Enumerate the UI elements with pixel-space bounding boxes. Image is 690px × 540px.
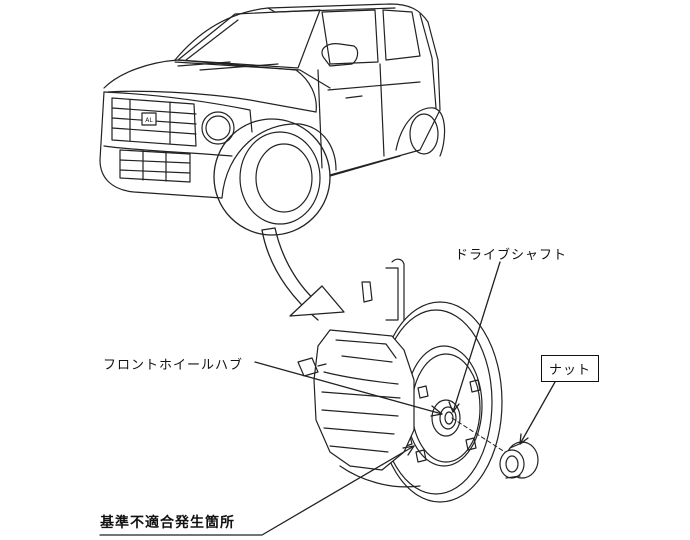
drive-shaft-end xyxy=(444,411,454,425)
leader-drive-shaft xyxy=(452,261,501,413)
leader-nut xyxy=(519,381,556,445)
drive-shaft-label: ドライブシャフト xyxy=(455,248,568,263)
car-illustration xyxy=(99,3,446,236)
front-wheel-hub xyxy=(431,399,461,437)
nonconformity-location-label: 基準不適合発生箇所 xyxy=(100,515,235,531)
leader-front-wheel-hub xyxy=(254,361,443,415)
front-wheel-hub-label: フロントホイールハブ xyxy=(103,358,244,373)
axle-nut xyxy=(499,441,539,479)
grille-emblem: AL xyxy=(145,117,153,124)
brake-caliper xyxy=(313,329,415,471)
brake-assembly xyxy=(297,258,509,503)
leader-nonconformity xyxy=(99,445,415,536)
callout-arrow xyxy=(261,227,345,321)
nut-label: ナット xyxy=(541,355,600,382)
wheel-highlight-circle xyxy=(213,118,331,236)
